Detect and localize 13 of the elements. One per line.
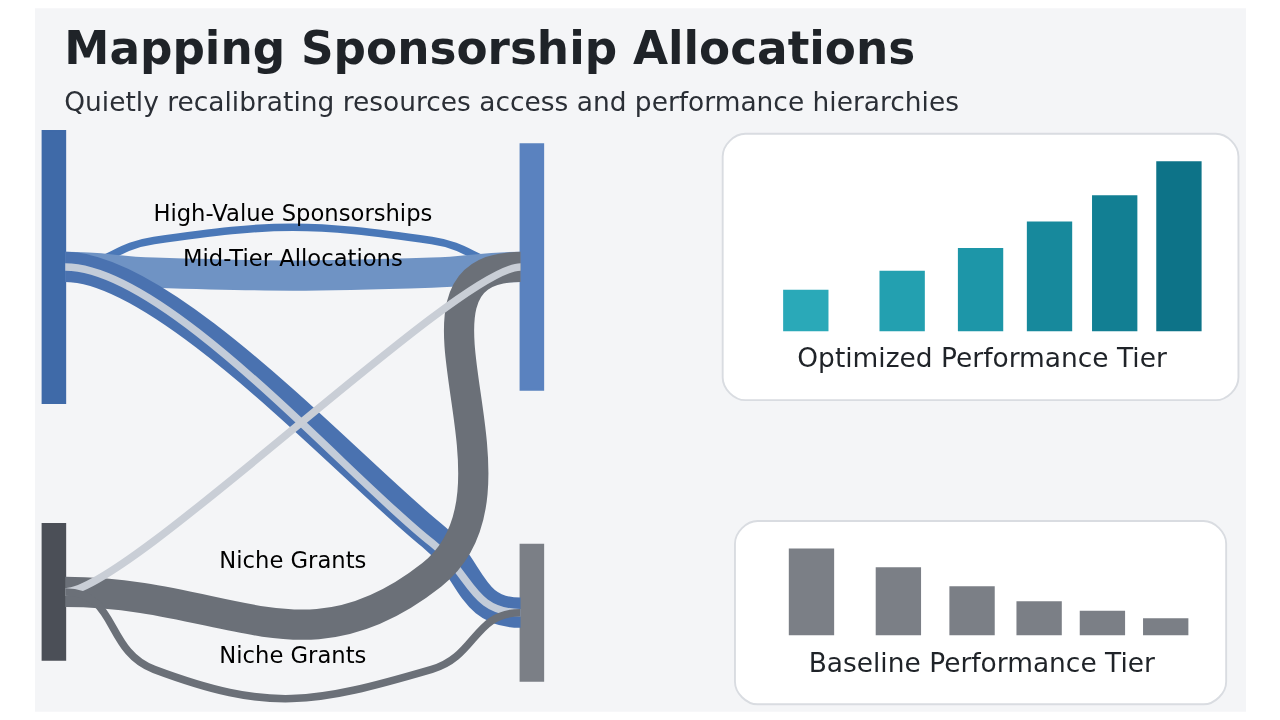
node-bar <box>519 143 544 391</box>
node-bar <box>41 130 66 404</box>
edge-label: Mid-Tier Allocations <box>182 245 403 272</box>
connector <box>64 588 521 703</box>
edge-label: Niche Grants <box>218 641 366 668</box>
diagram-title: Mapping Sponsorship Allocations <box>63 22 915 76</box>
node-box: Baseline Performance Tier <box>733 520 1227 706</box>
node-bar <box>41 522 66 661</box>
node-bar <box>519 543 544 682</box>
caption: Quietly recalibrating resources access and performance hierarchies <box>63 86 959 118</box>
edge-label: Niche Grants <box>218 547 366 574</box>
edge-label: High-Value Sponsorships <box>152 199 432 226</box>
node-box: Optimized Performance Tier <box>721 132 1239 402</box>
